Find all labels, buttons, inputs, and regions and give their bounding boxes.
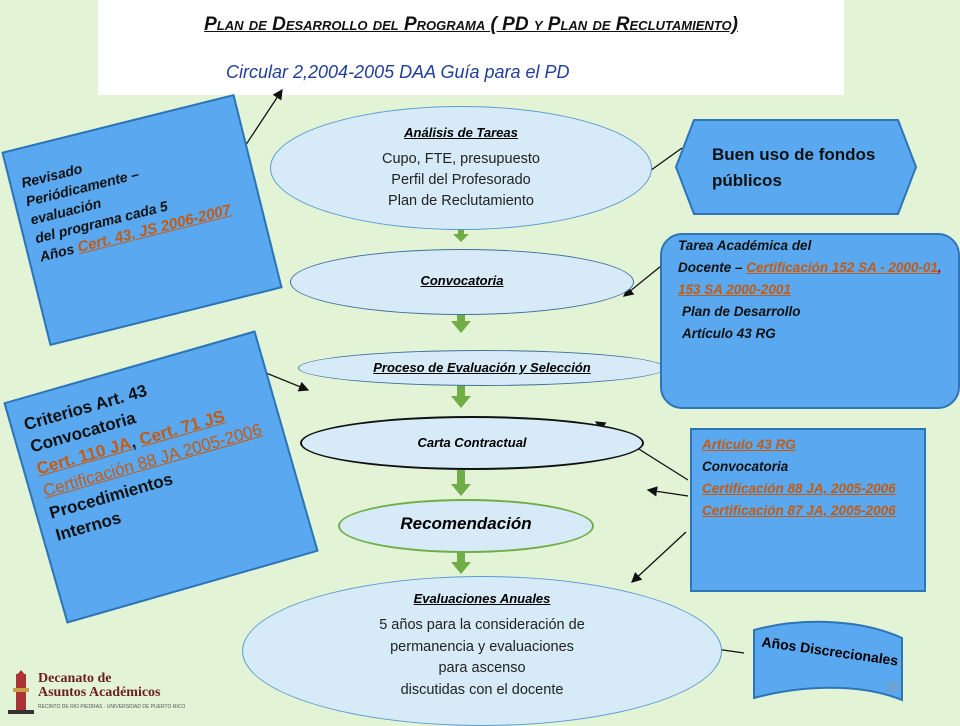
flow-arrow-2 (451, 307, 471, 333)
logo-text: Decanato de Asuntos Académicos (38, 672, 161, 700)
articulo-text: Artículo 43 RG Convocatoria Certificació… (692, 430, 924, 522)
analisis-lines: Cupo, FTE, presupuesto Perfil del Profes… (271, 149, 651, 212)
cert-88ja-link[interactable]: Certificación 88 JA, 2005-2006 (702, 481, 896, 496)
tarea-line: Tarea Académica del (678, 238, 812, 253)
recomendacion-title: Recomendación (400, 514, 532, 533)
articulo-43-link[interactable]: Artículo 43 RG (702, 437, 796, 452)
flow-arrow-5 (451, 546, 471, 574)
logo: Decanato de Asuntos Académicos RECINTO D… (6, 668, 185, 718)
flow-arrows (451, 226, 471, 574)
tarea-line: Plan de Desarrollo (682, 304, 801, 319)
tarea-box: Tarea Académica del Docente – Certificac… (660, 233, 960, 409)
flow-arrow-1 (453, 226, 469, 242)
arrow-evaluaciones (631, 531, 687, 583)
evaluaciones-line: discutidas con el docente (400, 681, 564, 698)
articulo-box: Artículo 43 RG Convocatoria Certificació… (690, 428, 926, 592)
arrow-recomendacion (646, 486, 689, 497)
tarea-text: Tarea Académica del Docente – Certificac… (662, 235, 958, 345)
cert-87ja-link[interactable]: Certificación 87 JA, 2005-2006 (702, 503, 896, 518)
logo-line2: Asuntos Académicos (38, 685, 161, 700)
page-title: Plan de Desarrollo del Programa ( PD y P… (204, 14, 738, 35)
slide-number: 15 (886, 680, 900, 694)
flow-arrow-4 (451, 470, 471, 496)
tarea-line: Docente – (678, 260, 743, 275)
evaluaciones-node: Evaluaciones Anuales 5 años para la cons… (242, 576, 722, 726)
anos-banner (753, 620, 903, 702)
evaluaciones-title: Evaluaciones Anuales (413, 591, 551, 606)
evaluaciones-line: para ascenso (438, 660, 526, 676)
evaluaciones-line: permanencia y evaluaciones (390, 638, 574, 655)
cert-152-link[interactable]: Certificación 152 SA - 2000-01 (746, 260, 938, 275)
logo-tagline: RECINTO DE RÍO PIEDRAS · UNIVERSIDAD DE … (38, 704, 186, 710)
buen-uso-shape (674, 119, 918, 215)
tarea-sep: , (937, 260, 942, 275)
evaluaciones-line: 5 años para la consideración de (379, 617, 585, 633)
analisis-title: Análisis de Tareas (404, 125, 518, 140)
page-subtitle: Circular 2,2004-2005 DAA Guía para el PD (226, 62, 570, 82)
carta-node: Carta Contractual (300, 416, 644, 470)
buen-uso-text: Buen uso de fondos públicos (712, 145, 876, 190)
analisis-line: Plan de Reclutamiento (388, 193, 534, 209)
cert-153-link[interactable]: 153 SA 2000-2001 (678, 282, 791, 297)
analisis-line: Cupo, FTE, presupuesto (382, 151, 540, 167)
convocatoria-title: Convocatoria (420, 273, 504, 288)
arrow-tarea (622, 261, 667, 297)
tower-icon (8, 670, 34, 714)
analisis-node: Análisis de Tareas Cupo, FTE, presupuest… (270, 106, 652, 230)
flow-arrow-3 (451, 382, 471, 408)
recomendacion-node: Recomendación (338, 499, 594, 553)
proceso-title: Proceso de Evaluación y Selección (373, 360, 591, 375)
logo-line1: Decanato de (38, 671, 112, 686)
tarea-line: Artículo 43 RG (682, 326, 776, 341)
carta-title: Carta Contractual (417, 435, 527, 450)
convocatoria-node: Convocatoria (290, 249, 634, 315)
articulo-line: Convocatoria (702, 459, 789, 474)
title-box: Plan de Desarrollo del Programa ( PD y P… (98, 0, 844, 95)
evaluaciones-lines: 5 años para la consideración de permanen… (243, 615, 721, 701)
proceso-node: Proceso de Evaluación y Selección (298, 350, 666, 386)
analisis-line: Perfil del Profesorado (391, 172, 531, 188)
